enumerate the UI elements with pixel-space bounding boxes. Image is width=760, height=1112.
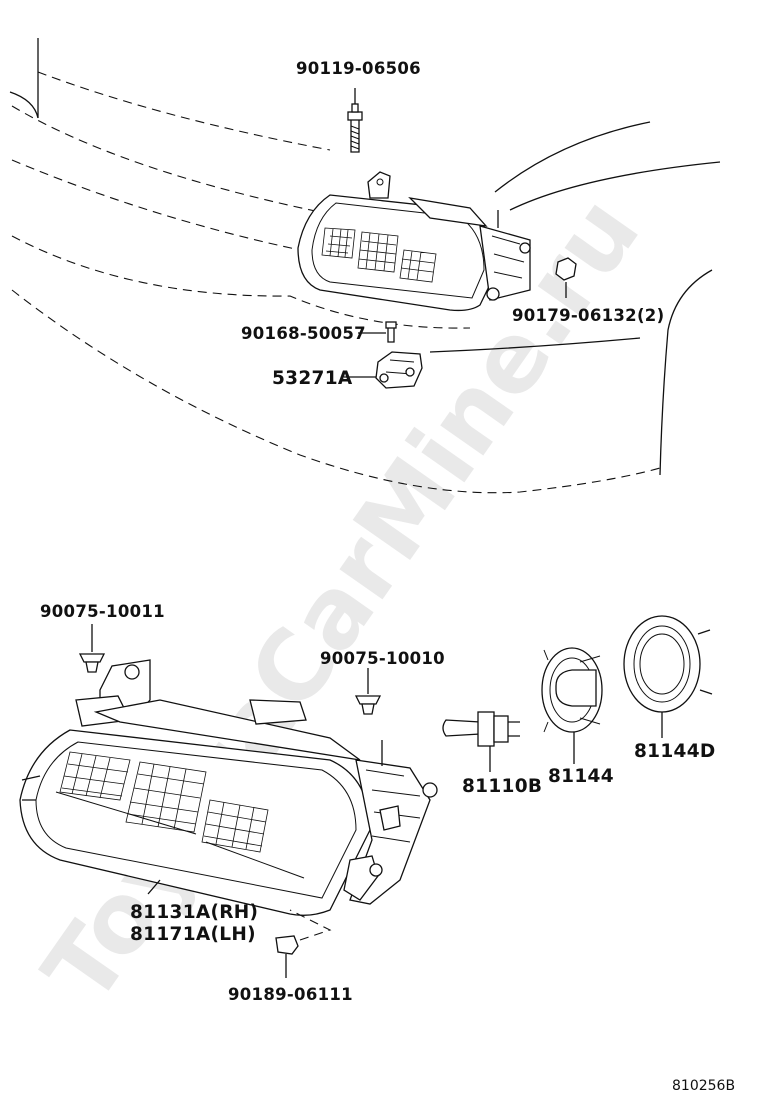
- screw-part: [358, 321, 397, 343]
- ring-cover-part: [623, 615, 713, 738]
- label-headlamp-rh: 81131A(RH): [130, 902, 258, 923]
- headlamp-top: [297, 171, 531, 312]
- label-clip-mid: 90075-10010: [320, 649, 445, 668]
- label-bulb: 81110B: [462, 776, 542, 797]
- label-ring-cover: 81144D: [634, 741, 716, 762]
- label-nut: 90179-06132(2): [512, 306, 664, 325]
- clip-mid-part: [354, 668, 382, 715]
- label-bolt-top: 90119-06506: [296, 59, 421, 78]
- label-socket-cover: 81144: [548, 766, 614, 787]
- clip-left-part: [78, 624, 106, 673]
- leader-headlamp: [147, 879, 161, 895]
- bracket-part: [344, 351, 423, 389]
- label-headlamp-lh: 81171A(LH): [130, 924, 256, 945]
- socket-cover-part: [541, 647, 603, 764]
- label-bracket: 53271A: [272, 368, 353, 389]
- diagram-code: 810256B: [672, 1078, 735, 1094]
- watermark: ToyotaCarMine.ru: [22, 177, 661, 1023]
- bulb-part: [442, 711, 520, 772]
- label-grommet: 90189-06111: [228, 985, 353, 1004]
- label-screw: 90168-50057: [241, 324, 366, 343]
- grommet-part: [275, 909, 332, 978]
- label-clip-left: 90075-10011: [40, 602, 165, 621]
- car-body-outline: [9, 38, 721, 494]
- bolt-part: [347, 88, 363, 153]
- headlamp-main: [19, 659, 438, 916]
- nut-part: [555, 257, 577, 298]
